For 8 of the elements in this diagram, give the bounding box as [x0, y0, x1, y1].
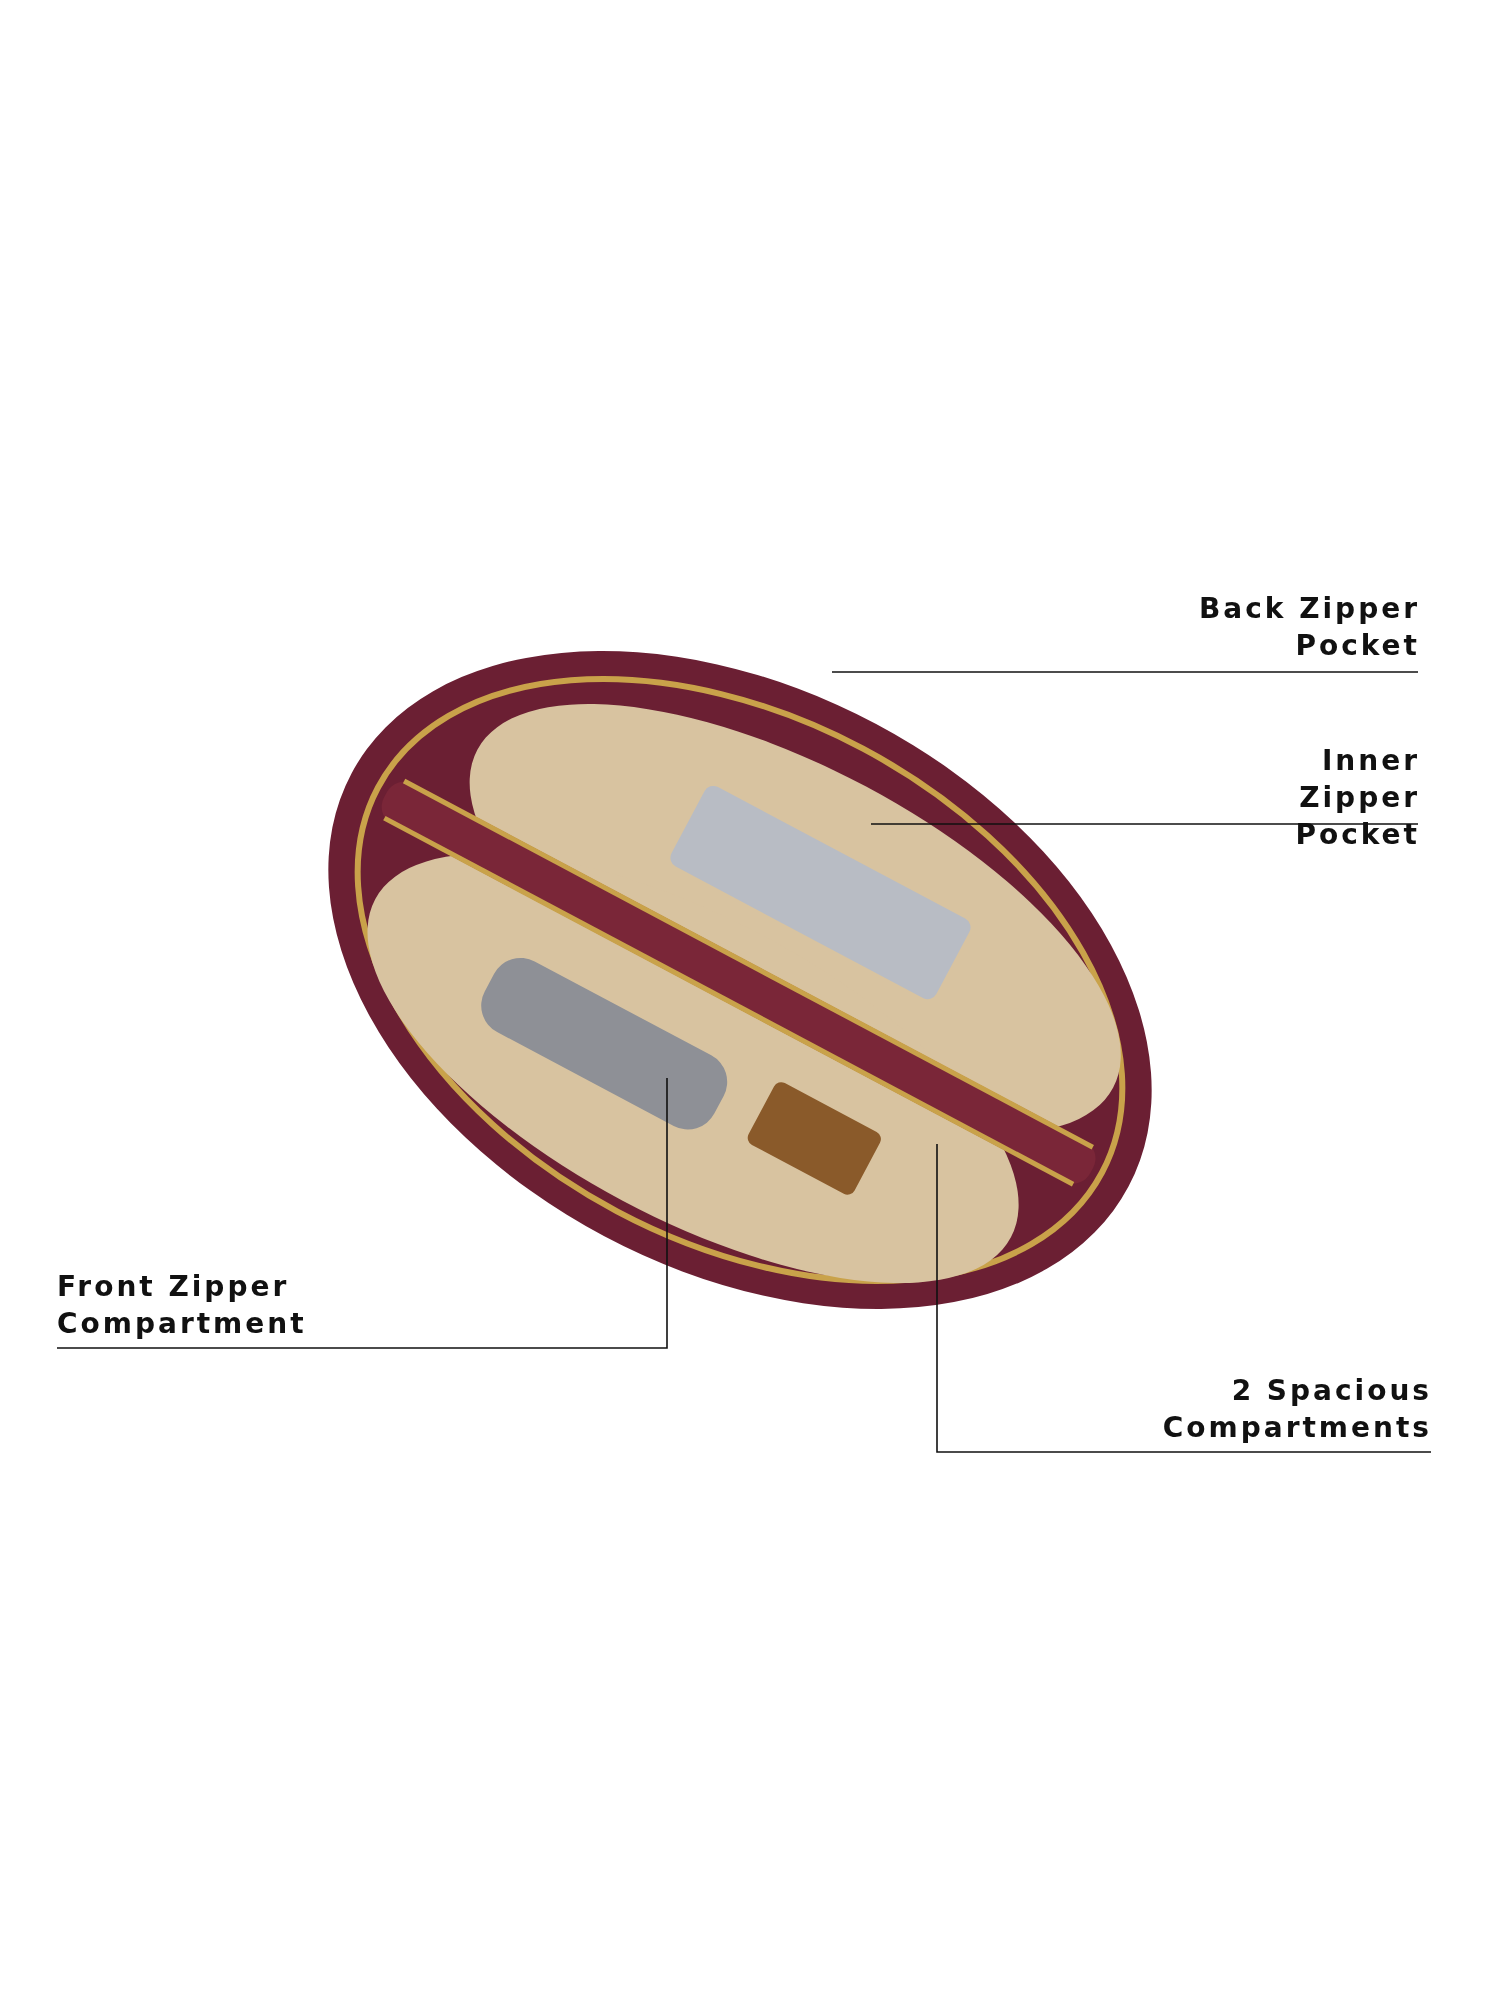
callout-label: Front Zipper Compartment — [57, 1269, 308, 1342]
leader-line — [831, 671, 1419, 673]
leader-line — [56, 1077, 668, 1349]
callout-label: Back Zipper Pocket — [1198, 591, 1420, 664]
callout-label: 2 Spacious Compartments — [1161, 1373, 1432, 1446]
callout-label: Inner Zipper Pocket — [1294, 743, 1420, 853]
leader-line — [936, 1143, 1432, 1453]
leader-line — [870, 823, 1419, 825]
